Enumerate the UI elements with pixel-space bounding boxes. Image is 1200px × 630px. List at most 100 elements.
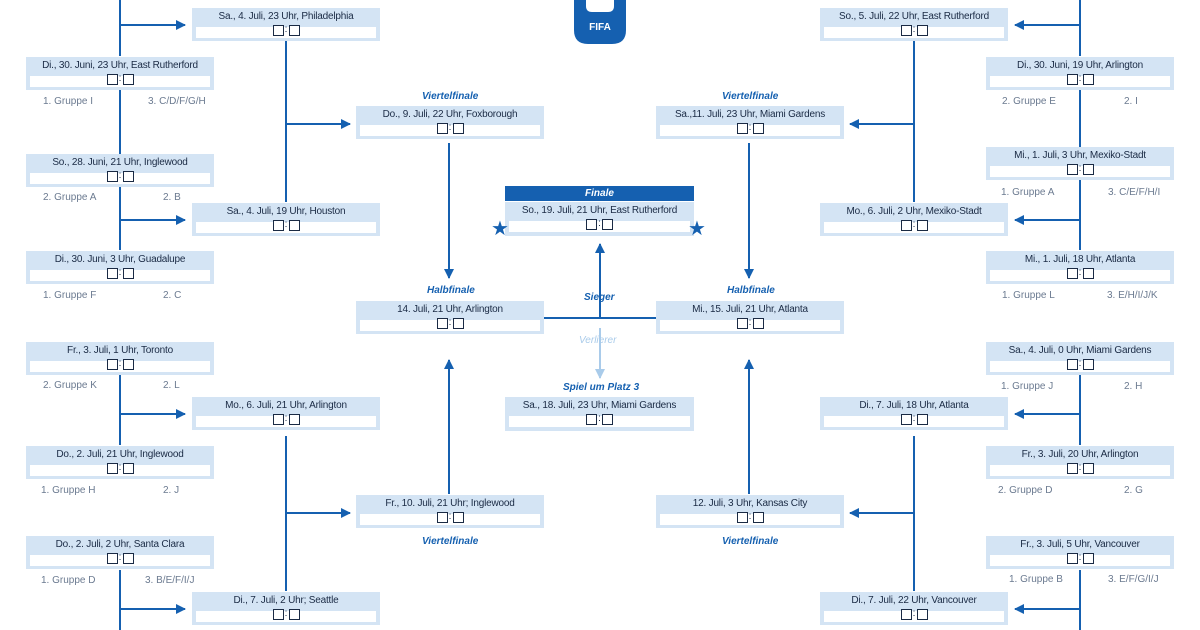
away-score-box[interactable]	[288, 414, 300, 425]
home-score-box[interactable]	[1066, 463, 1078, 474]
team-name-field[interactable]	[360, 320, 540, 331]
away-score-box[interactable]	[122, 171, 134, 182]
team-name-field[interactable]	[30, 555, 210, 566]
group-label: 1. Gruppe F	[43, 290, 97, 301]
team-name-field[interactable]	[30, 465, 210, 476]
away-score-box[interactable]	[1082, 553, 1094, 564]
team-name-field[interactable]	[30, 173, 210, 184]
home-score-box[interactable]	[106, 268, 118, 279]
home-score-box[interactable]	[272, 220, 284, 231]
match-card: Do., 2. Juli, 21 Uhr, Inglewood :	[26, 446, 214, 479]
away-score-box[interactable]	[602, 219, 613, 230]
team-name-field[interactable]	[196, 222, 376, 233]
home-score-box[interactable]	[1066, 268, 1078, 279]
away-score-box[interactable]	[452, 512, 464, 523]
team-name-field[interactable]	[824, 27, 1004, 38]
home-score-box[interactable]	[106, 171, 118, 182]
team-name-field[interactable]	[990, 76, 1170, 87]
team-name-field[interactable]	[30, 270, 210, 281]
away-score-box[interactable]	[752, 512, 764, 523]
score-entry: :	[192, 220, 380, 231]
home-score-box[interactable]	[1066, 74, 1078, 85]
home-score-box[interactable]	[736, 318, 748, 329]
away-score-box[interactable]	[752, 123, 764, 134]
away-score-box[interactable]	[1082, 359, 1094, 370]
home-score-box[interactable]	[272, 25, 284, 36]
away-score-box[interactable]	[122, 74, 134, 85]
team-name-field[interactable]	[196, 416, 376, 427]
home-score-box[interactable]	[272, 414, 284, 425]
away-score-box[interactable]	[1082, 74, 1094, 85]
team-name-field[interactable]	[990, 166, 1170, 177]
match-card: Fr., 10. Juli, 21 Uhr; Inglewood :	[356, 495, 544, 528]
group-label: 2. Gruppe E	[1002, 96, 1056, 107]
score-entry: :	[192, 25, 380, 36]
match-card: Do., 9. Juli, 22 Uhr, Foxborough :	[356, 106, 544, 139]
team-name-field[interactable]	[509, 416, 690, 427]
away-score-box[interactable]	[288, 609, 300, 620]
home-score-box[interactable]	[586, 414, 597, 425]
match-info: 14. Juli, 21 Uhr, Arlington	[397, 304, 503, 315]
home-score-box[interactable]	[106, 74, 118, 85]
home-score-box[interactable]	[1066, 164, 1078, 175]
home-score-box[interactable]	[272, 609, 284, 620]
away-score-box[interactable]	[1082, 463, 1094, 474]
away-score-box[interactable]	[916, 609, 928, 620]
team-name-field[interactable]	[660, 514, 840, 525]
home-score-box[interactable]	[106, 463, 118, 474]
away-score-box[interactable]	[602, 414, 613, 425]
team-name-field[interactable]	[824, 416, 1004, 427]
home-score-box[interactable]	[436, 512, 448, 523]
team-name-field[interactable]	[360, 514, 540, 525]
team-name-field[interactable]	[990, 361, 1170, 372]
home-score-box[interactable]	[900, 609, 912, 620]
team-name-field[interactable]	[360, 125, 540, 136]
home-score-box[interactable]	[736, 123, 748, 134]
team-name-field[interactable]	[824, 222, 1004, 233]
away-score-box[interactable]	[916, 414, 928, 425]
team-name-field[interactable]	[990, 465, 1170, 476]
home-score-box[interactable]	[586, 219, 597, 230]
team-name-field[interactable]	[990, 555, 1170, 566]
home-score-box[interactable]	[106, 553, 118, 564]
away-score-box[interactable]	[288, 220, 300, 231]
home-score-box[interactable]	[1066, 359, 1078, 370]
home-score-box[interactable]	[900, 25, 912, 36]
team-name-field[interactable]	[30, 76, 210, 87]
group-label: 2. C	[163, 290, 182, 301]
match-info: Sa., 4. Juli, 0 Uhr, Miami Gardens	[1008, 345, 1152, 356]
home-score-box[interactable]	[1066, 553, 1078, 564]
match-info: Do., 2. Juli, 21 Uhr, Inglewood	[56, 449, 184, 460]
match-info: Di., 7. Juli, 2 Uhr; Seattle	[233, 595, 339, 606]
away-score-box[interactable]	[1082, 268, 1094, 279]
home-score-box[interactable]	[900, 414, 912, 425]
team-name-field[interactable]	[660, 320, 840, 331]
team-name-field[interactable]	[196, 27, 376, 38]
away-score-box[interactable]	[752, 318, 764, 329]
home-score-box[interactable]	[436, 318, 448, 329]
away-score-box[interactable]	[452, 123, 464, 134]
home-score-box[interactable]	[736, 512, 748, 523]
away-score-box[interactable]	[916, 220, 928, 231]
team-name-field[interactable]	[196, 611, 376, 622]
away-score-box[interactable]	[122, 463, 134, 474]
team-name-field[interactable]	[660, 125, 840, 136]
group-label: 1. Gruppe J	[1001, 381, 1054, 392]
away-score-box[interactable]	[452, 318, 464, 329]
match-info: Sa.,11. Juli, 23 Uhr, Miami Gardens	[674, 109, 826, 120]
team-name-field[interactable]	[990, 270, 1170, 281]
team-name-field[interactable]	[824, 611, 1004, 622]
away-score-box[interactable]	[916, 25, 928, 36]
home-score-box[interactable]	[900, 220, 912, 231]
away-score-box[interactable]	[122, 359, 134, 370]
away-score-box[interactable]	[288, 25, 300, 36]
home-score-box[interactable]	[106, 359, 118, 370]
team-name-field[interactable]	[509, 221, 690, 232]
away-score-box[interactable]	[122, 268, 134, 279]
group-label: 1. Gruppe A	[1001, 187, 1055, 198]
away-score-box[interactable]	[122, 553, 134, 564]
away-score-box[interactable]	[1082, 164, 1094, 175]
home-score-box[interactable]	[436, 123, 448, 134]
match-card: Mi., 1. Juli, 3 Uhr, Mexiko-Stadt :	[986, 147, 1174, 180]
team-name-field[interactable]	[30, 361, 210, 372]
